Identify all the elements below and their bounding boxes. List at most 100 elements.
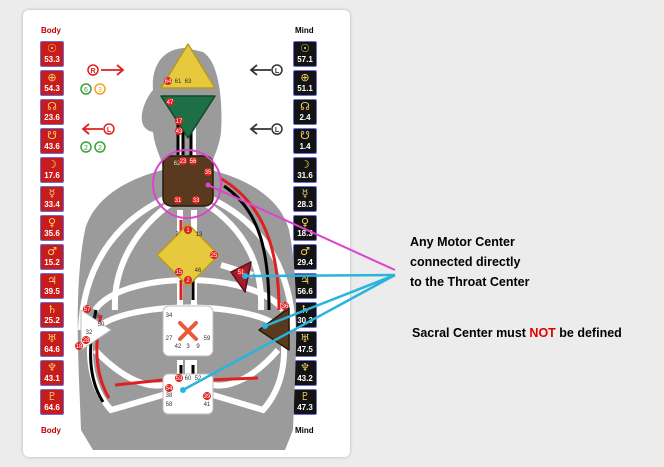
gate-38: 38 (166, 393, 173, 399)
body-gate-value: 17.6 (44, 171, 60, 180)
body-mercury-cell[interactable]: ☿33.4 (40, 186, 64, 212)
body-north-node-cell[interactable]: ☊23.6 (40, 99, 64, 125)
svg-text:39: 39 (204, 394, 211, 400)
north-node-icon: ☊ (47, 100, 57, 113)
cyan-dot-root (180, 387, 186, 393)
saturn-icon: ♄ (47, 303, 57, 316)
mind-earth-cell[interactable]: ⊕51.1 (293, 70, 317, 96)
south-node-icon: ☋ (47, 129, 57, 142)
mind-gate-value: 43.2 (297, 374, 313, 383)
svg-text:51: 51 (238, 270, 245, 276)
gate-1: 1 (184, 226, 192, 234)
sacral-undefined-x-icon (178, 321, 198, 341)
svg-text:47: 47 (167, 100, 174, 106)
body-south-node-cell[interactable]: ☋43.6 (40, 128, 64, 154)
mind-gate-value: 2.4 (299, 113, 311, 122)
body-arrow-top: R (87, 64, 125, 76)
mind-column-title: Mind (295, 26, 314, 35)
ajna-center (160, 95, 216, 139)
svg-text:43: 43 (176, 129, 183, 135)
gate-3: 3 (186, 344, 190, 350)
body-neptune-cell[interactable]: ♆43.1 (40, 360, 64, 386)
body-circles-bottom: 2 2 (80, 141, 106, 153)
venus-icon: ♀ (47, 216, 57, 229)
gate-31: 31 (174, 196, 182, 204)
svg-text:L: L (275, 127, 280, 134)
gate-28: 28 (82, 336, 90, 344)
mind-gate-value: 47.5 (297, 345, 313, 354)
mars-icon: ♂ (300, 245, 310, 258)
body-moon-cell[interactable]: ☽17.6 (40, 157, 64, 183)
gate-62: 62 (174, 161, 181, 167)
body-mars-cell[interactable]: ♂15.2 (40, 244, 64, 270)
svg-text:1: 1 (186, 228, 190, 234)
gate-60: 60 (185, 376, 192, 382)
mind-mars-cell[interactable]: ♂29.4 (293, 244, 317, 270)
mind-mercury-cell[interactable]: ☿28.3 (293, 186, 317, 212)
svg-text:53: 53 (176, 376, 183, 382)
gate-32: 32 (86, 330, 93, 336)
mercury-icon: ☿ (301, 187, 309, 200)
mind-south-node-cell[interactable]: ☋1.4 (293, 128, 317, 154)
gate-56: 56 (189, 157, 197, 165)
mind-moon-cell[interactable]: ☽31.6 (293, 157, 317, 183)
gate-13: 13 (196, 232, 203, 238)
body-sun-cell[interactable]: ☉53.3 (40, 41, 64, 67)
note-line-3: to the Throat Center (410, 275, 530, 289)
gate-35: 35 (204, 168, 212, 176)
svg-text:2: 2 (84, 145, 88, 152)
body-gate-value: 23.6 (44, 113, 60, 122)
head-center (160, 43, 216, 89)
gate-57: 57 (83, 305, 91, 313)
body-venus-cell[interactable]: ♀35.6 (40, 215, 64, 241)
svg-text:64: 64 (165, 79, 172, 85)
cyan-pointer-root (182, 273, 396, 392)
moon-icon: ☽ (300, 158, 310, 171)
svg-text:35: 35 (205, 170, 212, 176)
body-pluto-cell[interactable]: ♇64.6 (40, 389, 64, 415)
throat-center (162, 155, 214, 207)
svg-text:54: 54 (166, 386, 173, 392)
gate-17: 17 (175, 117, 183, 125)
moon-icon: ☽ (47, 158, 57, 171)
gate-36: 36 (281, 302, 289, 310)
body-circles-top: 6 3 (80, 83, 106, 95)
cyan-pointer-heart (244, 273, 396, 278)
body-jupiter-cell[interactable]: ♃39.5 (40, 273, 64, 299)
gate-61: 61 (175, 79, 182, 85)
body-gate-value: 53.3 (44, 55, 60, 64)
svg-text:28: 28 (83, 338, 90, 344)
pluto-icon: ♇ (300, 390, 310, 403)
mind-gate-value: 47.3 (297, 403, 313, 412)
svg-text:L: L (275, 68, 280, 75)
south-node-icon: ☋ (300, 129, 310, 142)
gate-33: 33 (192, 196, 200, 204)
gate-7: 7 (175, 232, 179, 238)
body-gate-value: 43.6 (44, 142, 60, 151)
body-gate-value: 15.2 (44, 258, 60, 267)
mind-pluto-cell[interactable]: ♇47.3 (293, 389, 317, 415)
body-saturn-cell[interactable]: ♄25.2 (40, 302, 64, 328)
pluto-icon: ♇ (47, 390, 57, 403)
mind-column-footer: Mind (295, 426, 314, 435)
gate-63: 63 (185, 79, 192, 85)
body-uranus-cell[interactable]: ♅64.6 (40, 331, 64, 357)
svg-text:3: 3 (98, 87, 102, 94)
neptune-icon: ♆ (300, 361, 310, 374)
mind-north-node-cell[interactable]: ☊2.4 (293, 99, 317, 125)
body-earth-cell[interactable]: ⊕54.3 (40, 70, 64, 96)
earth-icon: ⊕ (300, 71, 310, 84)
body-gate-value: 54.3 (44, 84, 60, 93)
gate-numbers: 64 61 63 47 17 43 62 23 56 35 31 33 1 7 … (75, 77, 289, 408)
svg-text:6: 6 (84, 87, 88, 94)
mind-gate-value: 1.4 (299, 142, 311, 151)
mind-venus-cell[interactable]: ♀18.3 (293, 215, 317, 241)
sun-icon: ☉ (47, 42, 57, 55)
svg-text:23: 23 (180, 159, 187, 165)
mind-gate-value: 18.3 (297, 229, 313, 238)
magenta-pointer-dot (205, 182, 211, 188)
sacral-center (162, 305, 214, 357)
svg-text:15: 15 (176, 270, 183, 276)
mind-sun-cell[interactable]: ☉57.1 (293, 41, 317, 67)
gate-43: 43 (175, 127, 183, 135)
